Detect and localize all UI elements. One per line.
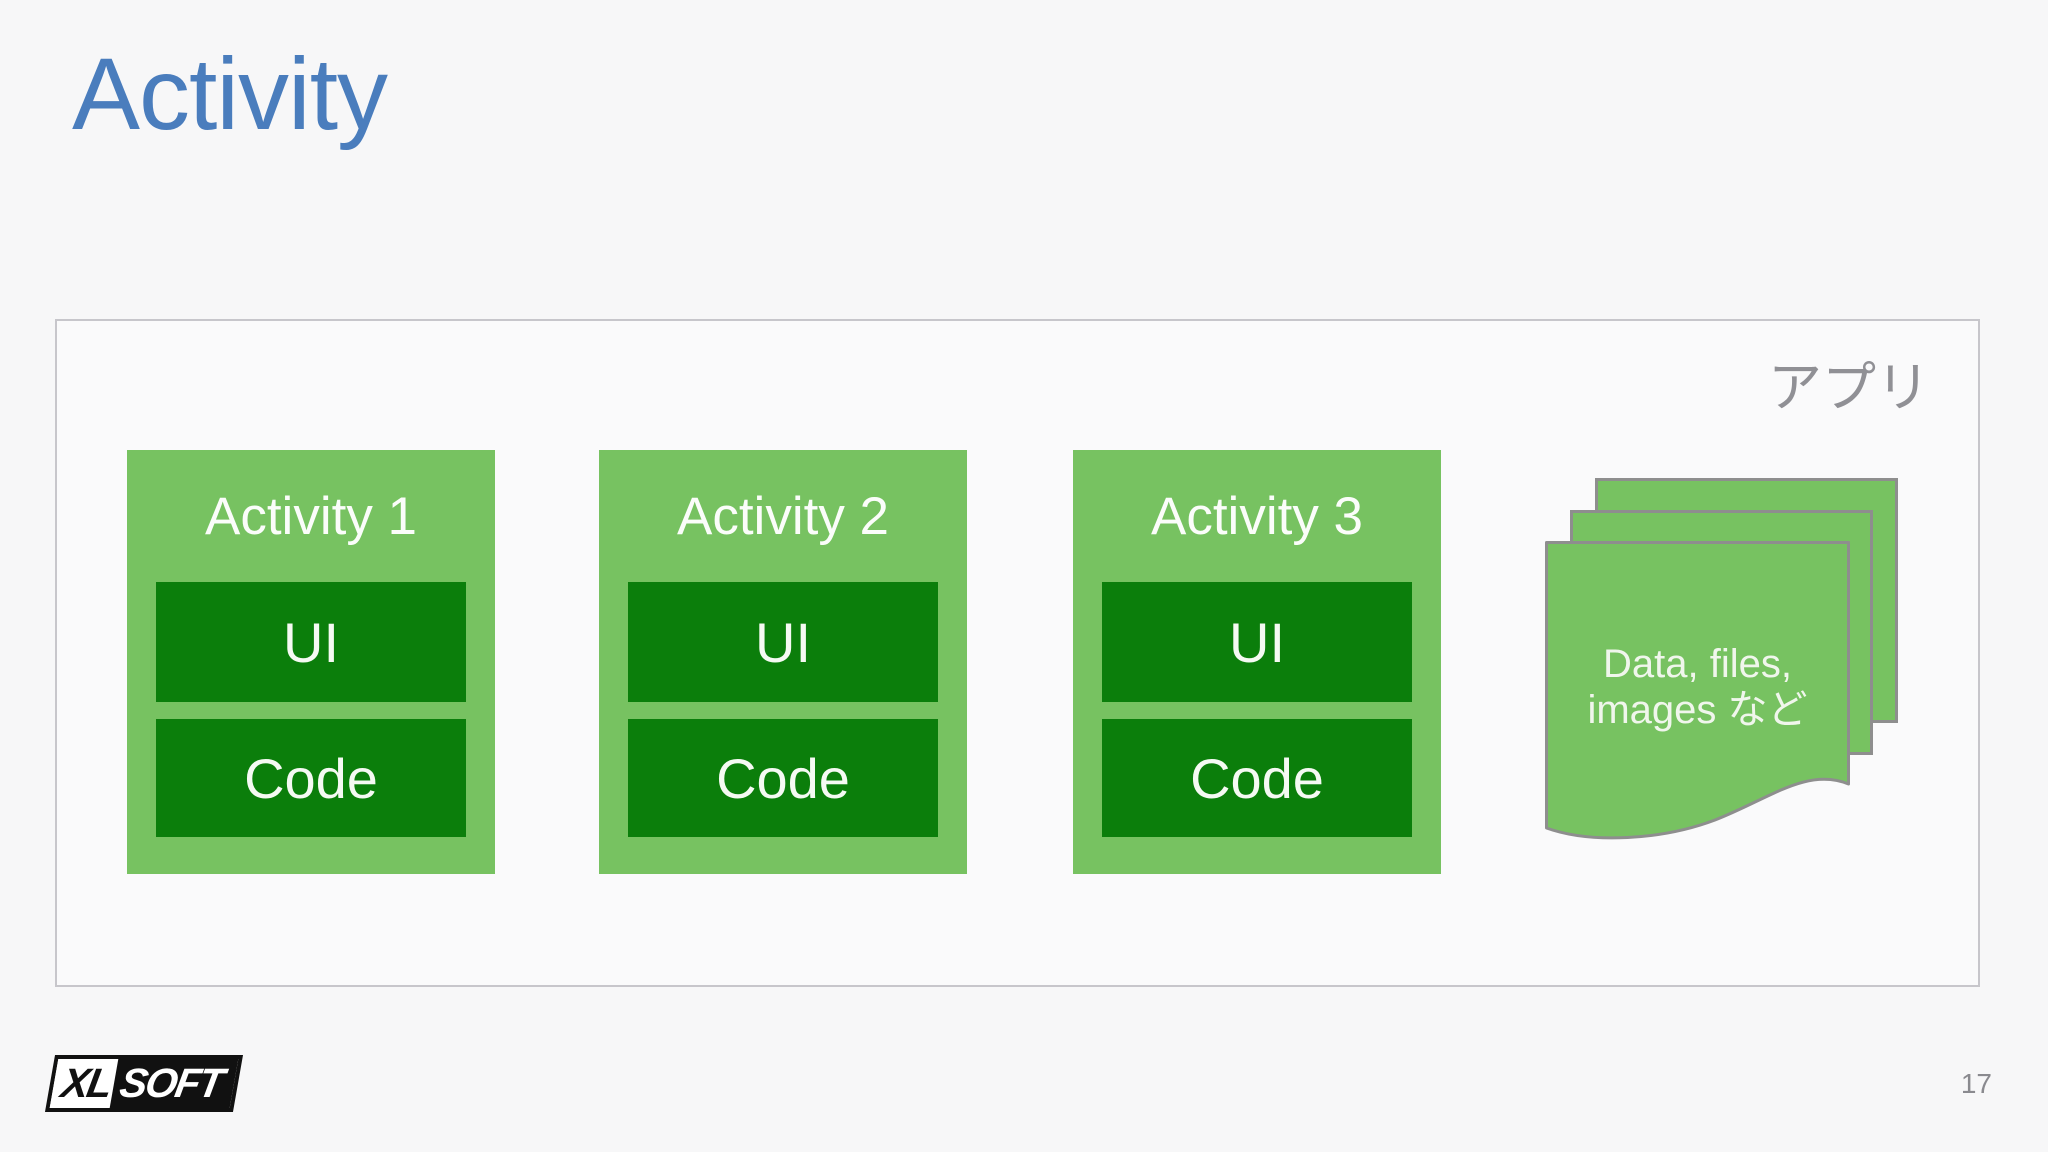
activity-3-code-box: Code	[1102, 719, 1412, 837]
activity-2-label: Activity 2	[676, 486, 890, 546]
activity-3-box: Activity 3 UI Code	[1073, 450, 1441, 874]
activity-3-ui-box: UI	[1102, 582, 1412, 702]
activity-1-code-box: Code	[156, 719, 466, 837]
logo-xl-text: XL	[49, 1059, 119, 1108]
activity-1-ui-box: UI	[156, 582, 466, 702]
page-title: Activity	[72, 37, 388, 151]
activity-2-code-box: Code	[628, 719, 938, 837]
xlsoft-logo: XL SOFT	[44, 1055, 243, 1112]
logo-soft-text: SOFT	[110, 1059, 239, 1108]
activity-2-box: Activity 2 UI Code	[599, 450, 967, 874]
document-stack-label: Data, files, images など	[1545, 541, 1850, 733]
activity-2-ui-box: UI	[628, 582, 938, 702]
document-page-front	[1545, 541, 1850, 840]
document-stack-label-line1: Data, files,	[1603, 642, 1792, 686]
activity-3-label: Activity 3	[1150, 486, 1364, 546]
app-container: アプリ Activity 1 UI Code Activity 2 UI Cod…	[55, 319, 1980, 987]
app-group-label: アプリ	[1768, 358, 1930, 418]
page-number: 17	[1960, 1068, 1992, 1099]
activity-1-box: Activity 1 UI Code	[127, 450, 495, 874]
document-stack-label-line2: images など	[1587, 688, 1808, 732]
activity-1-label: Activity 1	[204, 486, 418, 546]
